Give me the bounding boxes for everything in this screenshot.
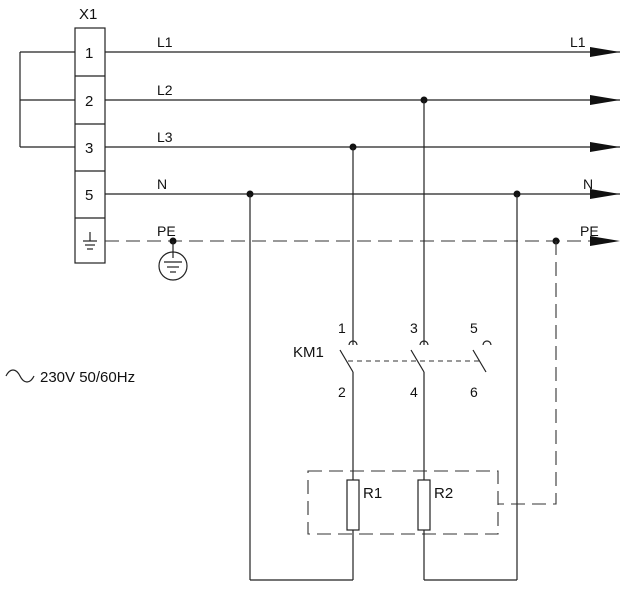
- label-l1-left: L1: [157, 34, 173, 50]
- terminal-block: 1 2 3 5: [74, 27, 106, 264]
- contact-arc-1: [348, 340, 358, 346]
- supply-label: 230V 50/60Hz: [40, 369, 135, 386]
- contact-arc-5: [482, 340, 492, 346]
- resistor-r2-label: R2: [434, 485, 453, 502]
- terminal-block-label: X1: [79, 6, 97, 23]
- contact-arc-3: [419, 340, 429, 346]
- contact-blade-5: [472, 349, 487, 373]
- label-n-left: N: [157, 176, 167, 192]
- contactor-km1: 1 3 5 KM1 2 4 6: [293, 320, 492, 400]
- label-l1-right: L1: [570, 34, 586, 50]
- ac-sine-icon: [5, 369, 35, 383]
- contactor-pin-5: 5: [470, 320, 478, 336]
- terminal-2-label: 2: [85, 93, 93, 110]
- contact-blade-3: [410, 349, 425, 373]
- contactor-pin-1: 1: [338, 320, 346, 336]
- earth-ground-icon: [158, 237, 188, 281]
- resistor-r2: [417, 479, 431, 531]
- terminal-1-label: 1: [85, 45, 93, 62]
- terminal-5-label: 5: [85, 187, 93, 204]
- terminal-block-body: [74, 27, 106, 264]
- contactor-pin-6: 6: [470, 384, 478, 400]
- label-pe-right: PE: [580, 223, 599, 239]
- contactor-label: KM1: [293, 344, 324, 361]
- resistor-r1-label: R1: [363, 485, 382, 502]
- label-l2: L2: [157, 82, 173, 98]
- pe-enclosure-wire: [498, 241, 557, 505]
- pe-arrow-icon: [590, 236, 620, 246]
- terminal-ground-icon: [83, 232, 97, 250]
- contactor-pin-2: 2: [338, 384, 346, 400]
- contact-blade-1: [339, 349, 354, 373]
- label-n-right: N: [583, 176, 593, 192]
- terminal-3-label: 3: [85, 140, 93, 157]
- terminal-bridge: [19, 51, 75, 148]
- contactor-pin-3: 3: [410, 320, 418, 336]
- label-l3: L3: [157, 129, 173, 145]
- heater-enclosure: [307, 470, 499, 535]
- resistor-r1: [346, 479, 360, 531]
- label-pe-left: PE: [157, 223, 176, 239]
- contactor-pin-4: 4: [410, 384, 418, 400]
